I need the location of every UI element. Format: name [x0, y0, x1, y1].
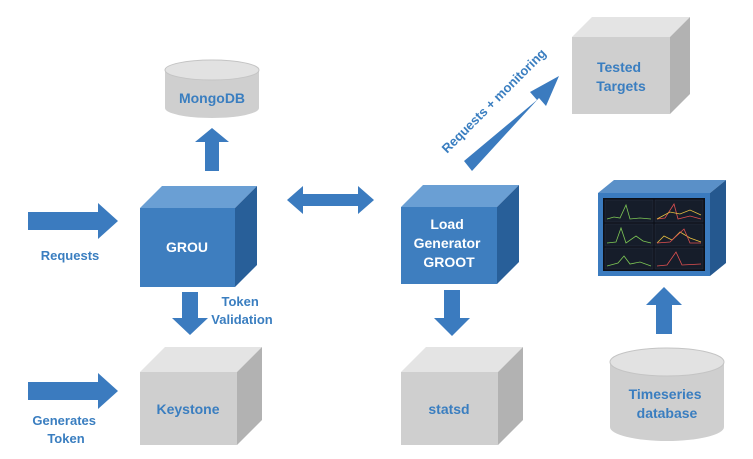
arrow-timeseries-to-dashboard — [646, 287, 682, 334]
statsd-label: statsd — [428, 401, 469, 417]
grou-label: GROU — [166, 239, 208, 255]
arrow-grou-to-keystone — [172, 292, 208, 335]
tested-targets-line2: Targets — [596, 78, 646, 94]
load-generator-node: Load Generator GROOT — [401, 185, 519, 284]
generates-token-line2: Token — [47, 431, 84, 446]
token-validation-line2: Validation — [211, 312, 272, 327]
arrow-requests-in — [28, 203, 118, 239]
keystone-node: Keystone — [140, 347, 262, 445]
tested-targets-node: Tested Targets — [572, 17, 690, 114]
arrow-load-generator-to-statsd — [434, 290, 470, 336]
mongodb-label: MongoDB — [179, 90, 245, 106]
arrow-requests-monitoring — [464, 76, 559, 171]
load-generator-line1: Load — [430, 216, 463, 232]
keystone-label: Keystone — [156, 401, 219, 417]
load-generator-label: Load Generator GROOT — [414, 216, 485, 270]
requests-label: Requests — [41, 248, 100, 263]
generates-token-label: Generates Token — [32, 413, 99, 446]
timeseries-label: Timeseries database — [629, 386, 706, 421]
monitoring-dashboard-icon — [598, 180, 726, 276]
token-validation-line1: Token — [222, 294, 259, 309]
mongodb-node: MongoDB — [164, 59, 260, 118]
tested-targets-line1: Tested — [597, 59, 641, 75]
generates-token-line1: Generates — [32, 413, 96, 428]
load-generator-line3: GROOT — [423, 254, 475, 270]
timeseries-line1: Timeseries — [629, 386, 702, 402]
timeseries-node: Timeseries database — [609, 347, 725, 441]
statsd-node: statsd — [401, 347, 523, 445]
arrow-grou-load-generator — [287, 186, 374, 214]
arrow-grou-to-mongodb — [195, 128, 229, 171]
token-validation-label: Token Validation — [211, 294, 272, 327]
arrow-generates-token — [28, 373, 118, 409]
timeseries-line2: database — [637, 405, 698, 421]
grou-node: GROU — [140, 186, 257, 287]
load-generator-line2: Generator — [414, 235, 481, 251]
tested-targets-label: Tested Targets — [596, 59, 646, 94]
